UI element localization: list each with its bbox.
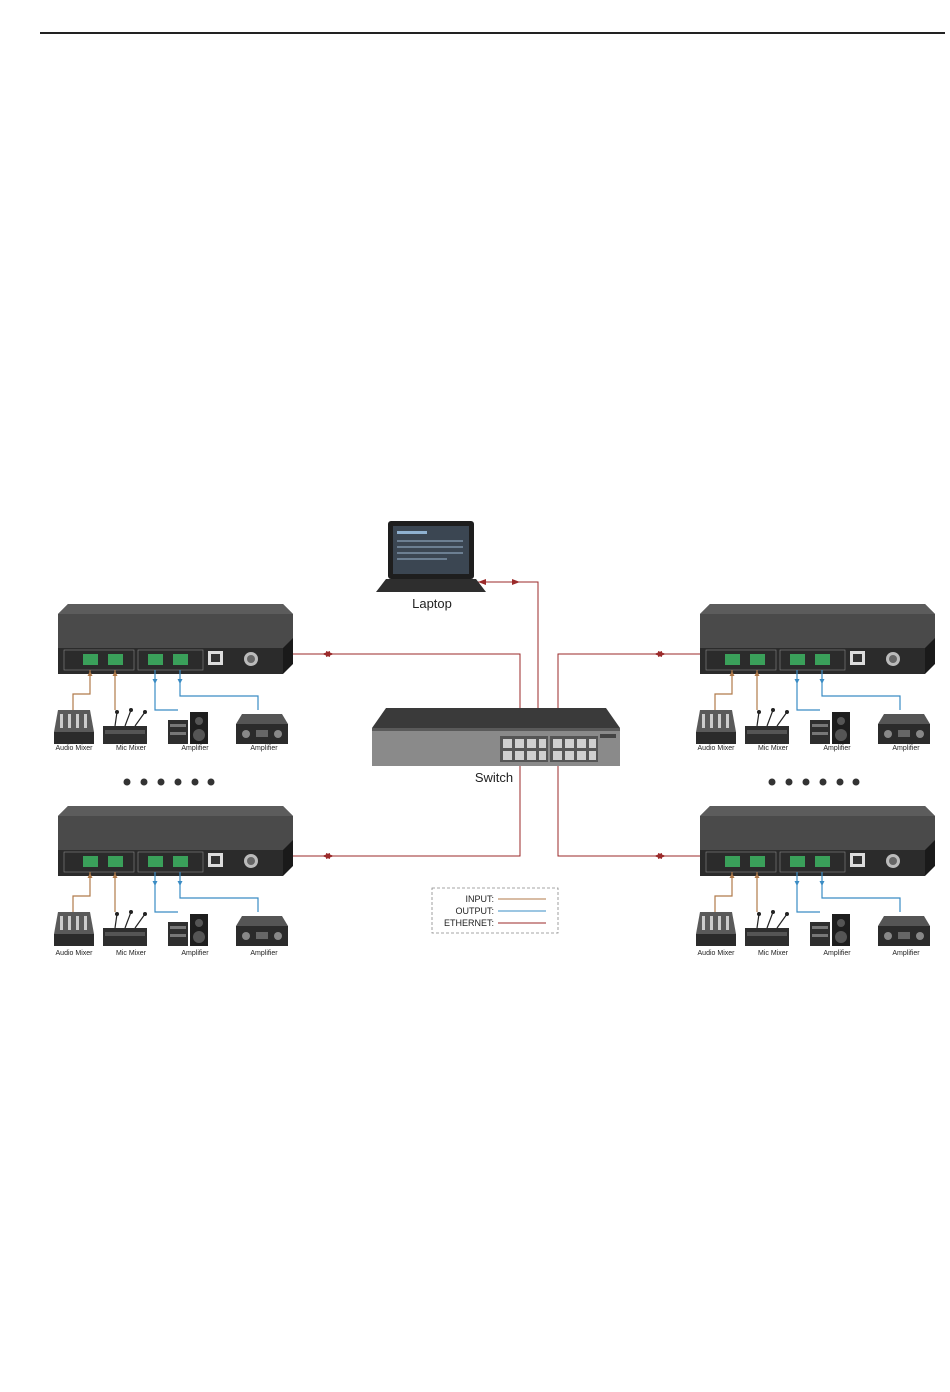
svg-text:Amplifier: Amplifier bbox=[823, 745, 851, 752]
svg-text:Amplifier: Amplifier bbox=[892, 745, 920, 752]
svg-text:Mic Mixer: Mic Mixer bbox=[758, 950, 789, 957]
svg-text:Amplifier: Amplifier bbox=[250, 745, 278, 752]
svg-text:Amplifier: Amplifier bbox=[181, 950, 209, 957]
legend: INPUT: OUTPUT: ETHERNET: bbox=[432, 888, 558, 933]
network-switch bbox=[372, 708, 620, 766]
svg-text:Audio Mixer: Audio Mixer bbox=[56, 950, 94, 957]
svg-text:Audio Mixer: Audio Mixer bbox=[698, 950, 736, 957]
svg-text:Mic Mixer: Mic Mixer bbox=[116, 745, 147, 752]
legend-ethernet-label: ETHERNET: bbox=[444, 918, 494, 928]
laptop bbox=[376, 521, 486, 592]
svg-text:Amplifier: Amplifier bbox=[823, 950, 851, 957]
svg-text:Amplifier: Amplifier bbox=[250, 950, 278, 957]
processor-bottom-right bbox=[696, 806, 935, 946]
continuation-dots-left bbox=[124, 779, 215, 786]
svg-text:Audio Mixer: Audio Mixer bbox=[56, 745, 94, 752]
processor-top-right bbox=[696, 604, 935, 744]
svg-text:Mic Mixer: Mic Mixer bbox=[116, 950, 147, 957]
laptop-label: Laptop bbox=[412, 596, 452, 611]
continuation-dots-right bbox=[769, 779, 860, 786]
svg-text:Mic Mixer: Mic Mixer bbox=[758, 745, 789, 752]
svg-text:Audio Mixer: Audio Mixer bbox=[698, 745, 736, 752]
legend-input-label: INPUT: bbox=[465, 894, 494, 904]
switch-label: Switch bbox=[475, 770, 513, 785]
processor-bottom-left bbox=[54, 806, 293, 946]
svg-text:Amplifier: Amplifier bbox=[181, 745, 209, 752]
legend-output-label: OUTPUT: bbox=[455, 906, 494, 916]
svg-text:Amplifier: Amplifier bbox=[892, 950, 920, 957]
processor-top-left bbox=[54, 604, 293, 744]
